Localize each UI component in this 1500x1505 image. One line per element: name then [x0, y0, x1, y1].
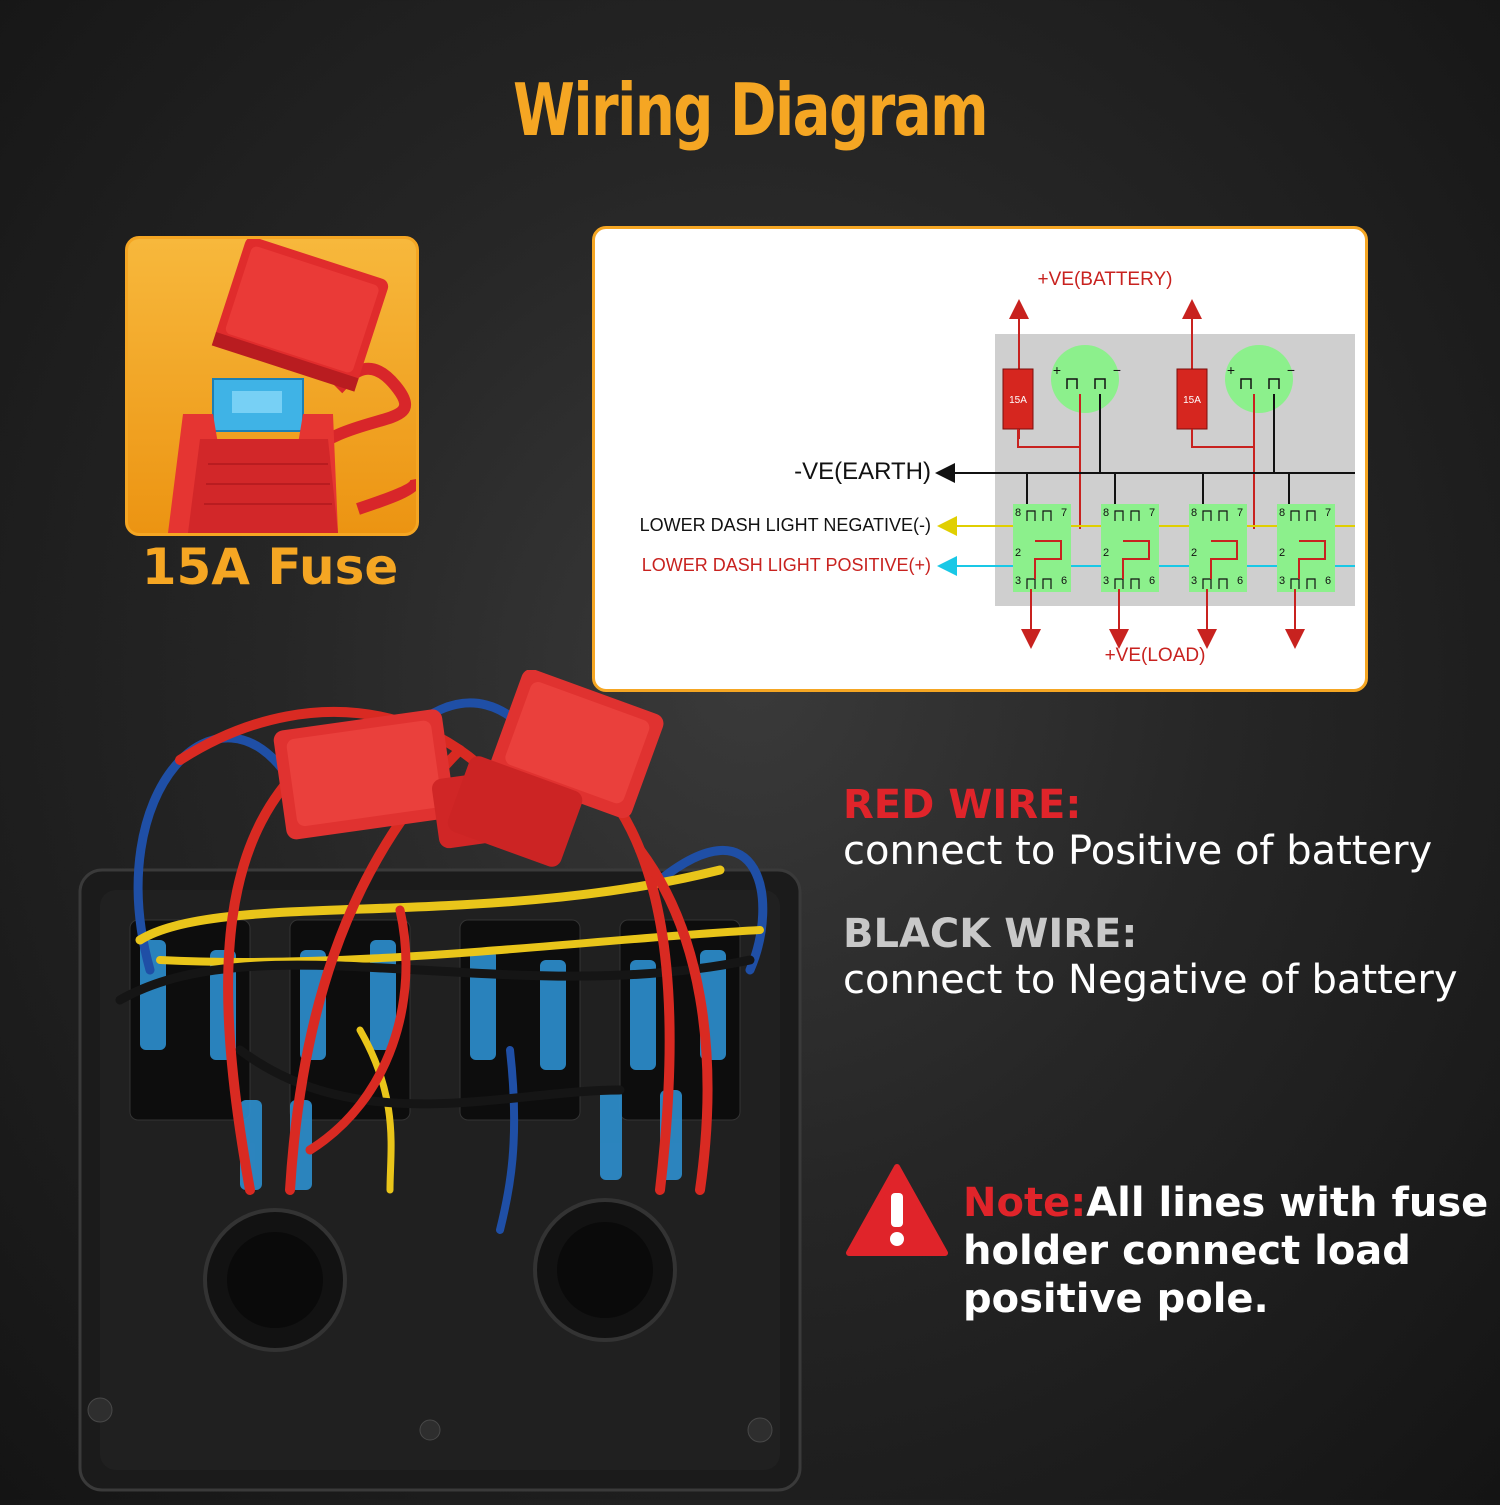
earth-label: -VE(EARTH) — [794, 458, 931, 485]
lower-positive-label: LOWER DASH LIGHT POSITIVE(+) — [642, 555, 931, 575]
socket-1 — [1051, 345, 1119, 413]
s4-pin-6: 6 — [1325, 575, 1331, 587]
s4-pin-2: 2 — [1279, 547, 1285, 559]
s4-pin-3: 3 — [1279, 575, 1285, 587]
wiring-schematic: +VE(BATTERY) -VE(EARTH) LOWER DASH LIGHT… — [640, 269, 1355, 666]
socket-1-minus: − — [1113, 362, 1121, 378]
fuse-2-rating: 15A — [1183, 395, 1201, 406]
page-title: Wiring Diagram — [512, 68, 989, 152]
note-block: Note:All lines with fuse holder connect … — [845, 1163, 1488, 1322]
fuse-2 — [1176, 368, 1208, 430]
switch-panel-illustration — [78, 669, 802, 1492]
s1-pin-7: 7 — [1061, 507, 1067, 519]
s2-pin-2: 2 — [1103, 547, 1109, 559]
s2-pin-3: 3 — [1103, 575, 1109, 587]
s2-pin-7: 7 — [1149, 507, 1155, 519]
socket-2 — [1225, 345, 1293, 413]
s1-pin-2: 2 — [1015, 547, 1021, 559]
s3-pin-3: 3 — [1191, 575, 1197, 587]
red-wire-heading: RED WIRE: — [843, 782, 1082, 828]
red-wire-text: connect to Positive of battery — [843, 828, 1433, 874]
red-wire-info: RED WIRE: connect to Positive of battery — [843, 782, 1432, 874]
s3-pin-2: 2 — [1191, 547, 1197, 559]
switch-panel-photo — [60, 669, 820, 1500]
load-label: +VE(LOAD) — [1105, 645, 1206, 666]
s4-pin-7: 7 — [1325, 507, 1331, 519]
socket-2-plus: + — [1227, 362, 1235, 378]
battery-label: +VE(BATTERY) — [1038, 269, 1173, 290]
note-text: Note:All lines with fuse holder connect … — [963, 1179, 1500, 1323]
s1-pin-3: 3 — [1015, 575, 1021, 587]
fuse-holder-right — [447, 669, 664, 867]
fuse-1 — [1002, 368, 1034, 430]
s3-pin-8: 8 — [1191, 507, 1197, 519]
fuse-photo-card — [125, 236, 419, 536]
s3-pin-6: 6 — [1237, 575, 1243, 587]
fuse-label: 15A Fuse — [141, 538, 399, 596]
note-body: All lines with fuse holder connect load … — [963, 1180, 1489, 1322]
s2-pin-6: 6 — [1149, 575, 1155, 587]
lower-negative-label: LOWER DASH LIGHT NEGATIVE(-) — [640, 515, 931, 535]
socket-2-minus: − — [1287, 362, 1295, 378]
s2-pin-8: 8 — [1103, 507, 1109, 519]
fuse-holder-illustration — [128, 239, 416, 533]
s1-pin-8: 8 — [1015, 507, 1021, 519]
s3-pin-7: 7 — [1237, 507, 1243, 519]
black-wire-info: BLACK WIRE: connect to Negative of batte… — [843, 911, 1458, 1003]
wiring-diagram-card: +VE(BATTERY) -VE(EARTH) LOWER DASH LIGHT… — [592, 226, 1368, 692]
black-wire-text: connect to Negative of battery — [843, 957, 1458, 1003]
s1-pin-6: 6 — [1061, 575, 1067, 587]
warning-icon — [846, 1164, 948, 1256]
fuse-1-rating: 15A — [1009, 395, 1027, 406]
socket-1-plus: + — [1053, 362, 1061, 378]
black-wire-heading: BLACK WIRE: — [843, 911, 1138, 957]
note-lead: Note: — [963, 1180, 1087, 1226]
s4-pin-8: 8 — [1279, 507, 1285, 519]
